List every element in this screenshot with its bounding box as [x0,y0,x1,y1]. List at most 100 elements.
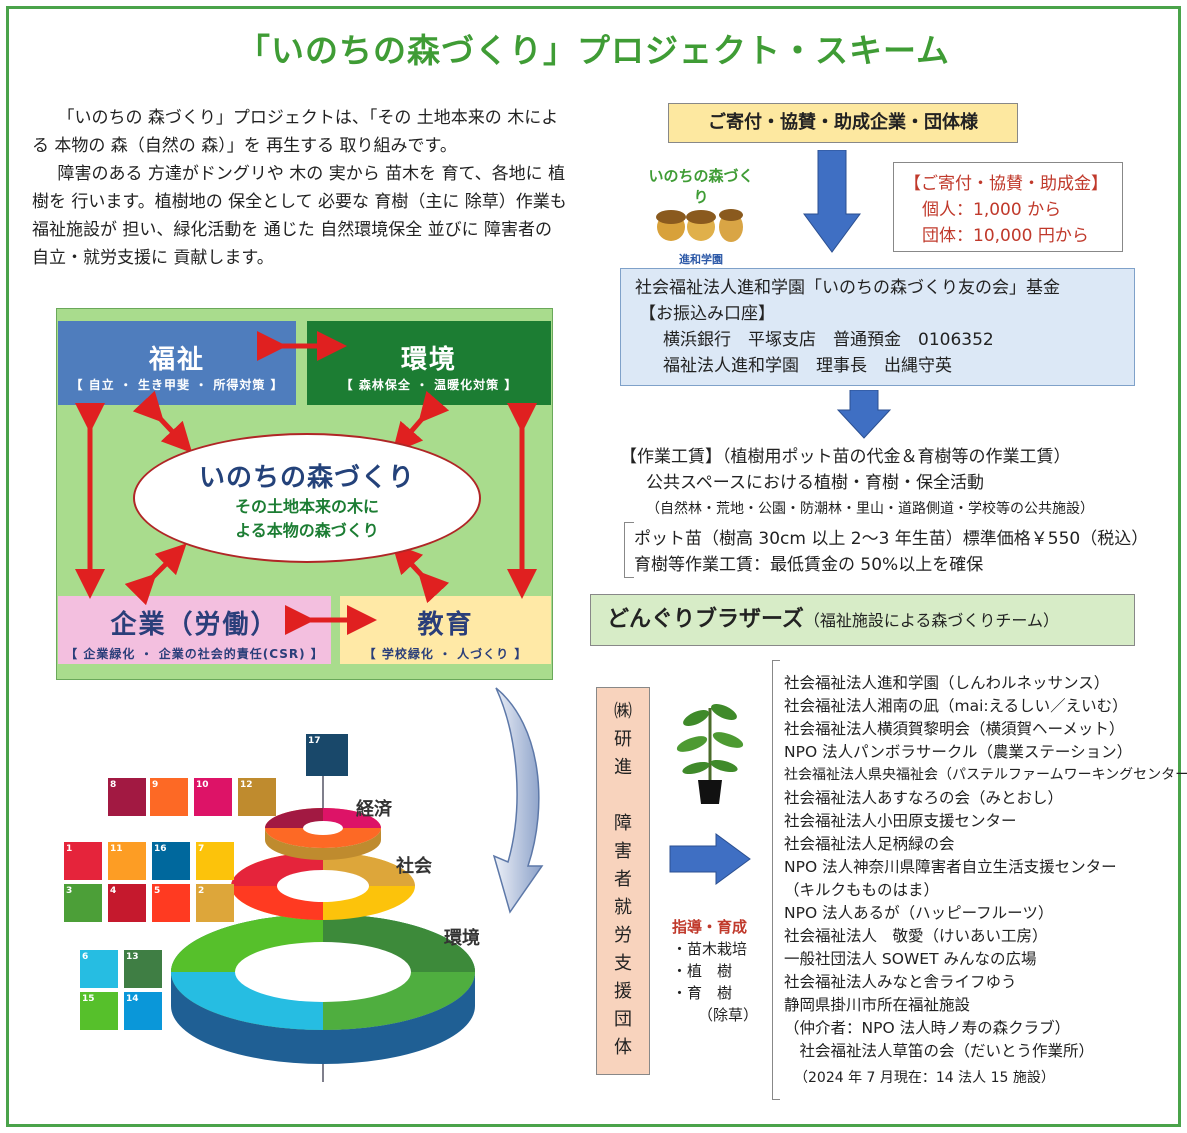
logo-sub: 進和学園 [679,253,723,266]
organization-item: 一般社団法人 SOWET みんなの広場 [784,950,1037,968]
sdg-goal-tile: 12 [238,778,276,816]
fund-account-heading: 【お振込み口座】 [639,304,775,324]
arrow-welfare-center [132,390,193,453]
organization-item: NPO 法人神奈川県障害者自立生活支援センター [784,858,1117,876]
sdg-goal-number: 9 [152,780,159,790]
welfare-box: 福祉 【 自立 ・ 生き甲斐 ・ 所得対策 】 [58,321,296,405]
sdg-goal-number: 2 [198,886,205,896]
sdg-goal-tile: 5 [152,884,190,922]
organization-item: 社会福祉法人 敬愛（けいあい工房） [784,927,1048,945]
organization-item: 静岡県掛川市所在福祉施設 [784,996,971,1014]
company-sub: 【 企業緑化 ・ 企業の社会的責任(CSR) 】 [65,647,324,661]
sdg-goal-number: 11 [110,844,123,854]
sdg-goal-tile: 17 [306,734,348,776]
work-wages: 【作業工賃】（植樹用ポット苗の代金＆育樹等の作業工賃） 公共スペースにおける植樹… [620,444,1160,522]
sdg-goal-tile: 9 [150,778,188,816]
sdg-goal-number: 7 [198,844,205,854]
environment-box: 環境 【 森林保全 ・ 温暖化対策 】 [307,321,551,405]
sdg-goal-number: 8 [110,780,117,790]
team-name: どんぐりブラザーズ [607,607,804,632]
guidance-item-4: （除草） [698,1006,759,1024]
sdg-goal-number: 14 [126,994,139,1004]
vertical-char: 者 [614,869,632,890]
guidance-item-2: ・植 樹 [672,962,733,980]
sdg-goal-number: 12 [240,780,253,790]
organization-item: （仲介者：NPO 法人時ノ寿の森クラブ） [784,1019,1071,1037]
donor-box: ご寄付・協賛・助成企業・団体様 [668,103,1018,143]
amounts-group: 団体：10,000 円から [922,226,1089,246]
guidance-item-3: ・育 樹 [672,984,733,1002]
sdg-goal-tile: 8 [108,778,146,816]
intro-paragraph-2: 障害のある 方達がドングリや 木の 実から 苗木を 育て、各地に 植樹を 行いま… [32,164,567,268]
sdg-goal-tile: 14 [124,992,162,1030]
fund-name: 社会福祉法人進和学園「いのちの森づくり友の会」基金 [635,278,1060,298]
sdg-goal-tile: 3 [64,884,102,922]
vertical-char: 研 [614,729,632,750]
seedling-icon [676,703,744,804]
sdg-goal-tile: 1 [64,842,102,880]
sdg-goal-number: 3 [66,886,73,896]
organization-item: 社会福祉法人湘南の凪（mai:えるしい／えいむ） [784,697,1128,715]
price-info: ポット苗（樹高 30cm 以上 2～3 年生苗）標準価格￥550（税込） 育樹等… [634,526,1164,578]
vertical-char: 団 [614,1009,632,1030]
organization-item: 社会福祉法人県央福祉会（パステルファームワーキングセンター [784,767,1187,783]
center-line-2: よる本物の森づくり [235,521,379,540]
price-bracket [624,522,634,578]
intro-text: 「いのちの 森づくり」プロジェクトは、「その 土地本来の 木による 本物の 森（… [32,104,572,272]
organization-item: 社会福祉法人みなと舎ライフゆう [784,973,1017,991]
work-wages-heading: 【作業工賃】（植樹用ポット苗の代金＆育樹等の作業工賃） [620,447,1071,467]
organization-item: 社会福祉法人足柄緑の会 [784,835,955,853]
guidance-heading: 指導・育成 [672,918,748,936]
logo-title: いのちの森づくり [648,167,754,206]
fund-box: 社会福祉法人進和学園「いのちの森づくり友の会」基金 【お振込み口座】 横浜銀行 … [620,268,1135,386]
organization-note: （2024 年 7 月現在：14 法人 15 施設） [794,1070,1055,1086]
sdg-label-society: 社会 [396,856,432,877]
sdg-goal-tile: 2 [196,884,234,922]
sdg-goal-number: 6 [82,952,89,962]
sdg-label-economy: 経済 [356,799,392,820]
price-seedling: ポット苗（樹高 30cm 以上 2～3 年生苗）標準価格￥550（税込） [634,529,1149,549]
organization-list: 社会福祉法人進和学園（しんわルネッサンス）社会福祉法人湘南の凪（mai:えるしい… [784,672,1187,1090]
organization-items: 社会福祉法人進和学園（しんわルネッサンス）社会福祉法人湘南の凪（mai:えるしい… [784,672,1187,1063]
vertical-char: 援 [614,981,632,1002]
right-arrow-icon [669,833,751,885]
work-locations: （自然林・荒地・公園・防潮林・里山・道路側道・学校等の公共施設） [646,501,1094,517]
amounts-heading: 【ご寄付・協賛・助成金】 [904,174,1108,194]
sdg-goal-number: 10 [196,780,209,790]
work-activity: 公共スペースにおける植樹・育樹・保全活動 [646,473,984,493]
vertical-char [597,782,649,810]
fund-account-holder: 福祉法人進和学園 理事長 出縄守英 [663,356,952,376]
organization-item: 社会福祉法人あすなろの会（みとおし） [784,789,1064,807]
guidance-item-1: ・苗木栽培 [672,940,748,958]
organization-item: NPO 法人パンボラサークル（農業ステーション） [784,743,1133,761]
center-ellipse: いのちの森づくり その土地本来の木に よる本物の森づくり [133,433,481,563]
down-arrow-2-icon [836,390,892,439]
sdg-goal-tile: 6 [80,950,118,988]
organization-item: 社会福祉法人横須賀黎明会（横須賀ヘーメット） [784,720,1125,738]
sdg-goal-tile: 13 [124,950,162,988]
sdg-goal-number: 5 [154,886,161,896]
sdg-goal-tile: 7 [196,842,234,880]
environment-sub: 【 森林保全 ・ 温暖化対策 】 [340,378,518,392]
acorn-characters-icon [656,209,743,242]
fund-account-bank: 横浜銀行 平塚支店 普通預金 0106352 [663,330,994,350]
donation-amounts: 【ご寄付・協賛・助成金】 個人：1,000 から 団体：10,000 円から [893,162,1123,252]
outer-frame [6,6,1181,1127]
sdg-goal-tile: 10 [194,778,232,816]
company-title: 企業（労働） [110,610,279,640]
guidance-list: 指導・育成 ・苗木栽培 ・植 樹 ・育 樹 （除草） [672,916,772,1026]
organization-item: 社会福祉法人草笛の会（だいとう作業所） [784,1042,1095,1060]
vertical-char: 障 [614,813,632,834]
organization-item: （キルクもものはま） [784,881,940,899]
sdg-goal-tile: 4 [108,884,146,922]
sdg-goal-number: 17 [308,736,321,746]
vertical-char: 労 [614,925,632,946]
welfare-sub: 【 自立 ・ 生き甲斐 ・ 所得対策 】 [70,378,284,392]
center-line-1: その土地本来の木に [234,497,379,516]
diagram-arrows [75,331,537,635]
sdg-goal-number: 4 [110,886,117,896]
vertical-char: 体 [614,1037,632,1058]
environment-title: 環境 [400,345,457,375]
vertical-char: 害 [614,841,632,862]
vertical-char: 就 [614,897,632,918]
